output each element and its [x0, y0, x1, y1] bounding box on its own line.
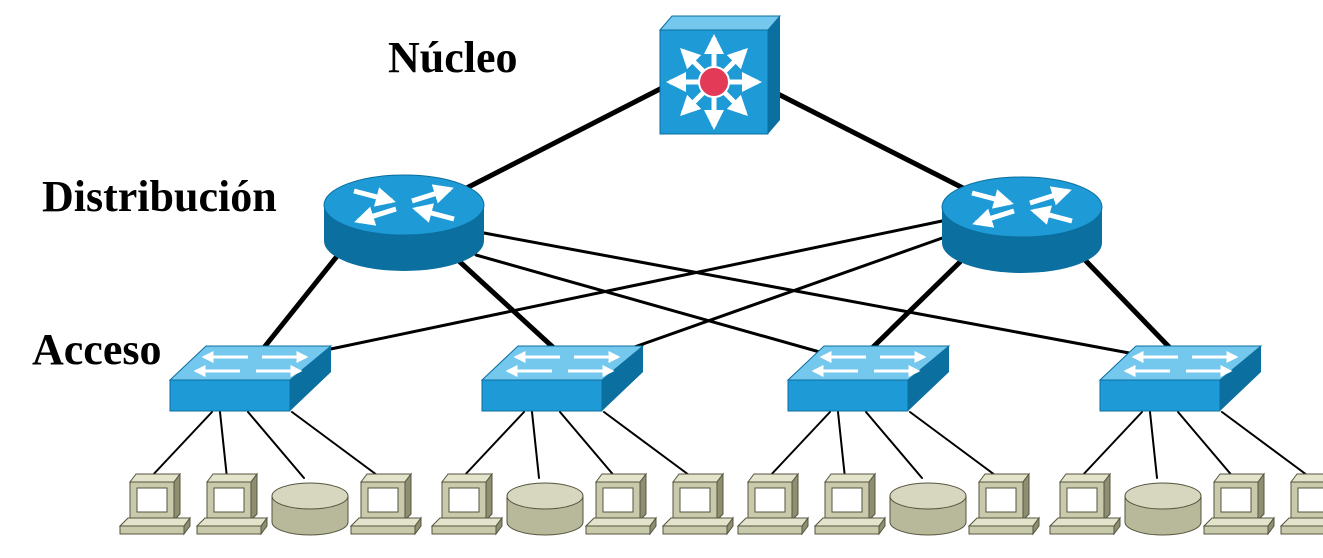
endpoint-link — [461, 411, 525, 479]
multilayer-switch-icon — [658, 15, 782, 135]
computer-icon — [349, 472, 422, 536]
switch-icon — [786, 345, 951, 412]
endpoint-link — [149, 411, 213, 479]
access-layer-label: Acceso — [32, 325, 162, 374]
storage-disk — [506, 482, 584, 536]
switch-icon — [1098, 345, 1263, 412]
workstation — [1202, 472, 1275, 536]
computer-icon — [1279, 473, 1323, 535]
workstation — [1279, 473, 1323, 535]
distribution-router-1 — [323, 174, 485, 271]
endpoint-link — [909, 411, 1000, 479]
endpoint-link — [1149, 411, 1158, 479]
storage-disk — [1124, 482, 1202, 536]
distribution-layer-label: Distribución — [42, 172, 277, 221]
endpoint-links-layer — [149, 411, 1312, 479]
workstation — [349, 472, 422, 536]
computer-icon — [430, 472, 503, 536]
computer-icon — [661, 472, 734, 536]
endpoint-link — [291, 411, 382, 479]
endpoint-link — [219, 411, 228, 479]
endpoint-link — [1079, 411, 1143, 479]
core-switch — [658, 15, 782, 135]
link-dist-1-acc-2 — [457, 259, 559, 353]
computer-icon — [195, 472, 268, 536]
switch-icon — [480, 345, 645, 412]
computer-icon — [118, 472, 191, 536]
workstation — [195, 472, 268, 536]
storage-disk — [271, 482, 349, 536]
access-switch-3 — [786, 345, 951, 412]
workstation — [813, 472, 886, 536]
storage-disk — [889, 482, 967, 536]
link-dist-2-acc-1 — [324, 219, 944, 352]
link-dist-1-acc-4 — [482, 231, 1142, 357]
workstation — [661, 472, 734, 536]
disk-icon — [1124, 482, 1202, 536]
workstation — [967, 472, 1040, 536]
endpoint-link — [559, 411, 617, 479]
endpoint-link — [1221, 411, 1312, 479]
link-dist-1-acc-3 — [474, 253, 850, 362]
computer-icon — [584, 472, 657, 536]
computer-icon — [1202, 472, 1275, 536]
computer-icon — [736, 472, 809, 536]
router-icon — [323, 174, 485, 271]
core-layer-label: Núcleo — [388, 33, 518, 82]
workstation — [1048, 472, 1121, 536]
computer-icon — [1048, 472, 1121, 536]
link-dist-2-acc-2 — [624, 234, 950, 352]
endpoint-link — [1177, 411, 1235, 479]
link-dist-2-acc-3 — [867, 259, 963, 353]
disk-icon — [889, 482, 967, 536]
workstation — [118, 472, 191, 536]
endpoint-link — [837, 411, 846, 479]
endpoint-link — [247, 411, 305, 479]
access-switch-4 — [1098, 345, 1263, 412]
workstation — [736, 472, 809, 536]
computer-icon — [813, 472, 886, 536]
devices-layer — [168, 15, 1263, 412]
disk-icon — [506, 482, 584, 536]
access-switch-2 — [480, 345, 645, 412]
switch-icon — [168, 345, 333, 412]
computer-icon — [967, 472, 1040, 536]
distribution-router-2 — [941, 176, 1103, 273]
endpoint-link — [531, 411, 540, 479]
workstation — [430, 472, 503, 536]
endpoint-link — [767, 411, 831, 479]
link-dist-2-acc-4 — [1082, 257, 1175, 353]
disk-icon — [271, 482, 349, 536]
link-dist-1-acc-1 — [259, 247, 345, 353]
workstation — [584, 472, 657, 536]
endpoint-link — [865, 411, 923, 479]
endpoints-layer — [118, 472, 1323, 536]
router-icon — [941, 176, 1103, 273]
endpoint-link — [603, 411, 694, 479]
access-switch-1 — [168, 345, 333, 412]
